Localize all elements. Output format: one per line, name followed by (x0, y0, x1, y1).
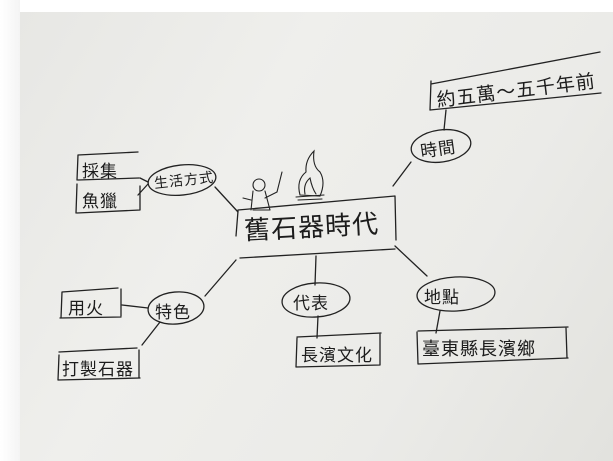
features-item-2: 打製石器 (62, 360, 134, 380)
link-features-item1 (121, 304, 149, 309)
fire-doodle (295, 149, 325, 201)
features-item-box-1 (59, 287, 122, 319)
lifestyle-item-box-1 (76, 151, 140, 181)
link-central-location (394, 245, 428, 277)
caveman-doodle (242, 171, 283, 211)
representative-label: 代表 (293, 294, 329, 314)
link-time-item (443, 109, 447, 131)
representative-item-box (295, 332, 382, 368)
location-item-1: 臺東縣長濱鄉 (422, 339, 536, 360)
time-item-box (429, 51, 602, 111)
link-central-time (392, 161, 412, 187)
lifestyle-item-2: 魚獵 (82, 192, 118, 212)
features-item-box-2 (57, 347, 141, 381)
representative-item-1: 長濱文化 (301, 346, 373, 366)
features-label: 特色 (155, 303, 191, 323)
location-item-box (416, 326, 569, 365)
lifestyle-item-1: 採集 (82, 162, 118, 182)
location-label: 地點 (424, 288, 460, 308)
paper-sheet (20, 12, 613, 461)
features-bubble (147, 291, 205, 325)
paper-top-margin (0, 0, 613, 12)
time-label: 時間 (419, 137, 458, 163)
paper-left-margin (0, 0, 20, 461)
representative-bubble (281, 282, 351, 318)
link-central-lifestyle (214, 186, 239, 213)
location-bubble (416, 276, 496, 312)
time-bubble (410, 128, 472, 164)
link-central-representative (314, 255, 317, 286)
central-topic: 舊石器時代 (243, 209, 380, 247)
link-features-item2 (141, 321, 161, 346)
central-topic-box (235, 195, 397, 259)
link-representative-item (316, 315, 319, 339)
features-item-1: 用火 (68, 299, 104, 319)
lifestyle-item-box-2 (75, 183, 141, 214)
link-location-item (435, 310, 441, 334)
link-central-features (204, 259, 237, 297)
